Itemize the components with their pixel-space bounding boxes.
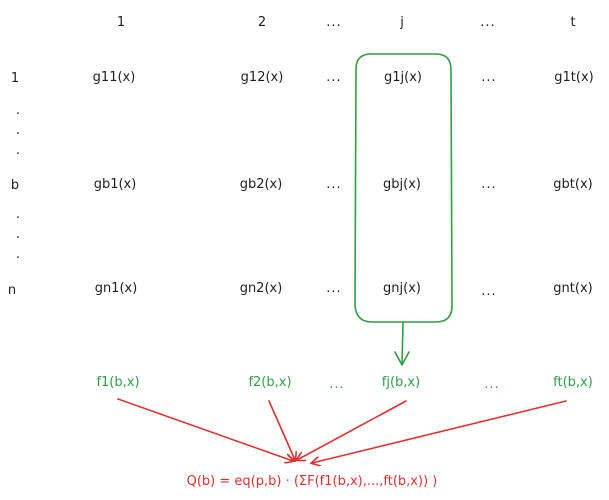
- row-header-dot: .: [16, 227, 20, 242]
- aggregate-ellipsis: ...: [329, 377, 344, 392]
- matrix-cell: gn1(x): [95, 281, 138, 296]
- matrix-cell: g11(x): [93, 70, 136, 85]
- matrix-cell: gb1(x): [94, 177, 137, 192]
- matrix-ellipsis: ...: [326, 177, 341, 192]
- arrow-f2-to-formula: [268, 400, 295, 460]
- arrow-fj-to-formula: [297, 400, 407, 460]
- arrow-ft-to-formula: [312, 400, 567, 463]
- row-header-dot: .: [16, 103, 20, 118]
- aggregate-fj: fj(b,x): [382, 375, 420, 390]
- matrix-ellipsis: ...: [481, 284, 496, 299]
- column-header-2: 2: [258, 15, 266, 30]
- q-formula: Q(b) = eq(p,b) · (ΣF(f1(b,x),...,ft(b,x)…: [187, 474, 438, 489]
- aggregate-row: f1(b,x) f2(b,x) ... fj(b,x) ... ft(b,x): [96, 375, 592, 392]
- aggregate-ellipsis: ...: [484, 377, 499, 392]
- arrow-f1-to-formula: [117, 398, 293, 461]
- matrix-row-1: g11(x) g12(x) ... g1j(x) ... g1t(x): [93, 70, 594, 85]
- column-header-t: t: [570, 15, 575, 30]
- row-header-dot: .: [16, 247, 20, 262]
- row-header-b: b: [11, 178, 19, 193]
- matrix-cell: gnj(x): [383, 281, 421, 296]
- column-header-ellipsis-2: ...: [480, 15, 495, 30]
- row-headers: 1 . . . b . . . n: [8, 71, 20, 298]
- column-header-ellipsis-1: ...: [326, 15, 341, 30]
- matrix-cell: gbt(x): [553, 177, 592, 192]
- column-header-1: 1: [117, 15, 125, 30]
- matrix-ellipsis: ...: [326, 70, 341, 85]
- row-header-dot: .: [16, 207, 20, 222]
- aggregate-ft: ft(b,x): [553, 375, 593, 390]
- row-header-dot: .: [16, 143, 20, 158]
- matrix-ellipsis: ...: [481, 177, 496, 192]
- aggregate-f1: f1(b,x): [96, 375, 139, 390]
- column-j-highlight-box: [354, 53, 453, 323]
- column-header-j: j: [399, 15, 404, 30]
- matrix-cell: g1j(x): [384, 70, 422, 85]
- matrix-row-n: gn1(x) gn2(x) ... gnj(x) ... gnt(x): [95, 281, 593, 299]
- matrix-row-b: gb1(x) gb2(x) ... gbj(x) ... gbt(x): [94, 177, 593, 192]
- row-header-n: n: [8, 283, 16, 298]
- matrix-cell: g12(x): [241, 70, 284, 85]
- matrix-cell: gn2(x): [240, 281, 283, 296]
- matrix-cell: gnt(x): [553, 281, 592, 296]
- aggregation-arrows: [117, 398, 567, 463]
- matrix-ellipsis: ...: [326, 281, 341, 296]
- matrix-cell: g1t(x): [554, 70, 593, 85]
- aggregate-f2: f2(b,x): [248, 375, 291, 390]
- matrix-cell: gb2(x): [240, 177, 283, 192]
- row-header-1: 1: [11, 71, 19, 86]
- row-header-dot: .: [16, 123, 20, 138]
- column-j-arrow: [394, 322, 410, 366]
- column-headers: 1 2 ... j ... t: [117, 15, 576, 30]
- matrix-cell: gbj(x): [383, 177, 421, 192]
- matrix-ellipsis: ...: [481, 70, 496, 85]
